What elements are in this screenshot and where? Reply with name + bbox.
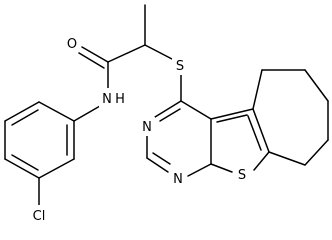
bond-c2-n1-inner	[152, 152, 171, 165]
bond-c7b-c3b	[252, 108, 270, 153]
chlorine-atom: Cl	[27, 205, 51, 225]
bond-phenyl-5	[38, 158, 75, 179]
atom-labels: O N H S N N S Cl	[27, 34, 251, 225]
thiophene-sulfur-label: S	[238, 168, 246, 183]
bond-c4-n3	[154, 100, 182, 118]
thioether-sulfur-atom: S	[172, 55, 188, 75]
bond-c7a-s	[210, 163, 233, 173]
structure-diagram: O N H S N N S Cl	[4, 4, 329, 225]
bond-carbonyl-double-1	[81, 46, 109, 63]
pyrimidine-n1-label: N	[173, 172, 183, 187]
bond-phenyl-1	[38, 101, 75, 122]
bond-cyclohex-5	[304, 139, 329, 166]
bond-c3b-c4a	[210, 108, 254, 120]
bond-alpha-sulfur	[144, 44, 173, 60]
bond-cyclohex-3	[304, 69, 329, 102]
thiophene-sulfur-atom: S	[233, 164, 251, 183]
thioether-sulfur-label: S	[176, 59, 184, 74]
bond-alpha-carbonyl	[107, 44, 146, 63]
bond-cyclohex-6	[268, 151, 306, 166]
bond-nitrogen-phenyl	[73, 105, 101, 122]
bond-carbonyl-double-2	[78, 52, 105, 69]
bonds	[4, 4, 329, 206]
oxygen-label: O	[67, 37, 77, 52]
pyrimidine-n3-atom: N	[139, 117, 155, 136]
bond-c4-n3-inner	[159, 108, 181, 122]
pyrimidine-n3-label: N	[142, 120, 152, 135]
amide-nitrogen-label: N	[102, 92, 112, 107]
amide-hydrogen-label: H	[115, 92, 125, 107]
bond-cyclohex-1	[252, 69, 263, 110]
bond-c2-n1	[146, 157, 169, 173]
bond-phenyl-inner-1	[11, 109, 39, 126]
pyrimidine-n1-atom: N	[169, 168, 187, 187]
bond-phenyl-2	[4, 101, 40, 122]
bond-s-c7b	[253, 151, 270, 171]
bond-c3b-c4a-inner	[216, 114, 248, 123]
bond-n1-c7a	[187, 163, 212, 177]
chlorine-label: Cl	[33, 209, 46, 224]
bond-c4a-c4	[180, 100, 212, 120]
oxygen-atom: O	[64, 34, 80, 52]
molecule-canvas: O N H S N N S Cl	[4, 4, 329, 225]
amide-nitrogen-atom: N H	[99, 88, 125, 108]
bond-phenyl-inner-2	[11, 154, 39, 171]
bond-phenyl-4	[4, 158, 40, 179]
bond-c7b-c3b-inner	[247, 115, 262, 151]
